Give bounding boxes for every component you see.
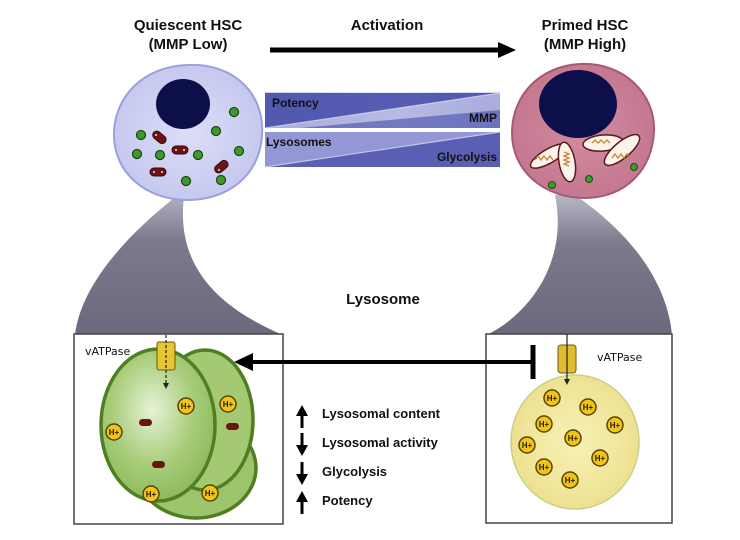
arrow-up-icon: [296, 405, 308, 428]
glycolysis-label: Glycolysis: [437, 150, 497, 164]
svg-text:H+: H+: [583, 403, 594, 412]
right-vatpase-pump: [557, 334, 577, 385]
svg-text:H+: H+: [522, 441, 533, 450]
primed-hsc-cell: [510, 62, 656, 200]
nucleus: [539, 70, 617, 138]
mmp-label: MMP: [469, 111, 497, 125]
svg-text:Lysosomal content: Lysosomal content: [322, 406, 441, 421]
mitochondria-in-lysosome: [139, 419, 239, 468]
activation-arrow: [270, 42, 516, 58]
primed-title-line2: (MMP High): [544, 36, 626, 53]
svg-text:H+: H+: [181, 402, 192, 411]
arrow-down-icon: [296, 433, 308, 456]
right-lysosome-box: vATPase H+ H+ H+ H+ H+ H+ H+ H+ H+: [485, 333, 673, 524]
effects-list: Lysosomal content Lysosomal activity Gly…: [296, 405, 441, 514]
quiescent-title-line2: (MMP Low): [149, 36, 228, 53]
primed-title-line1: Primed HSC: [542, 17, 629, 34]
svg-text:H+: H+: [565, 476, 576, 485]
svg-text:H+: H+: [547, 394, 558, 403]
inhibition-arrow: [234, 345, 536, 379]
svg-text:H+: H+: [595, 454, 606, 463]
svg-text:H+: H+: [568, 434, 579, 443]
lysosome-cluster: [99, 347, 258, 520]
svg-text:H+: H+: [223, 400, 234, 409]
potency-label: Potency: [272, 96, 319, 110]
right-vatpase-label: vATPase: [597, 351, 643, 364]
lysosome-dots: [131, 106, 245, 187]
effect-item: Lysosomal content: [296, 405, 441, 428]
nucleus: [156, 79, 210, 129]
effect-item: Glycolysis: [296, 462, 387, 485]
svg-text:H+: H+: [109, 428, 120, 437]
effect-item: Potency: [296, 491, 373, 514]
left-vatpase-label: vATPase: [85, 345, 131, 358]
svg-text:Potency: Potency: [322, 493, 373, 508]
quiescent-hsc-cell: [112, 63, 264, 202]
svg-text:H+: H+: [539, 420, 550, 429]
lysosome-heading: Lysosome: [346, 291, 420, 308]
lysosomes-label: Lysosomes: [266, 135, 332, 149]
svg-text:Glycolysis: Glycolysis: [322, 464, 387, 479]
left-vatpase-pump: [156, 335, 176, 389]
svg-text:H+: H+: [205, 489, 216, 498]
proton-group-left: H+ H+ H+ H+ H+: [105, 395, 237, 503]
right-zoom-funnel: [486, 195, 672, 335]
svg-text:H+: H+: [539, 463, 550, 472]
activation-label: Activation: [351, 17, 424, 34]
arrow-down-icon: [296, 462, 308, 485]
svg-text:H+: H+: [146, 490, 157, 499]
mitochondria-large: [529, 133, 641, 183]
left-zoom-funnel: [75, 190, 283, 335]
effect-item: Lysosomal activity: [296, 433, 439, 456]
gradient-panel: Potency MMP Lysosomes Glycolysis: [264, 92, 501, 168]
svg-text:H+: H+: [610, 421, 621, 430]
arrow-up-icon: [296, 491, 308, 514]
proton-group-right: H+ H+ H+ H+ H+ H+ H+ H+ H+: [518, 389, 624, 489]
quiescent-title-line1: Quiescent HSC: [134, 17, 243, 34]
svg-text:Lysosomal activity: Lysosomal activity: [322, 435, 439, 450]
